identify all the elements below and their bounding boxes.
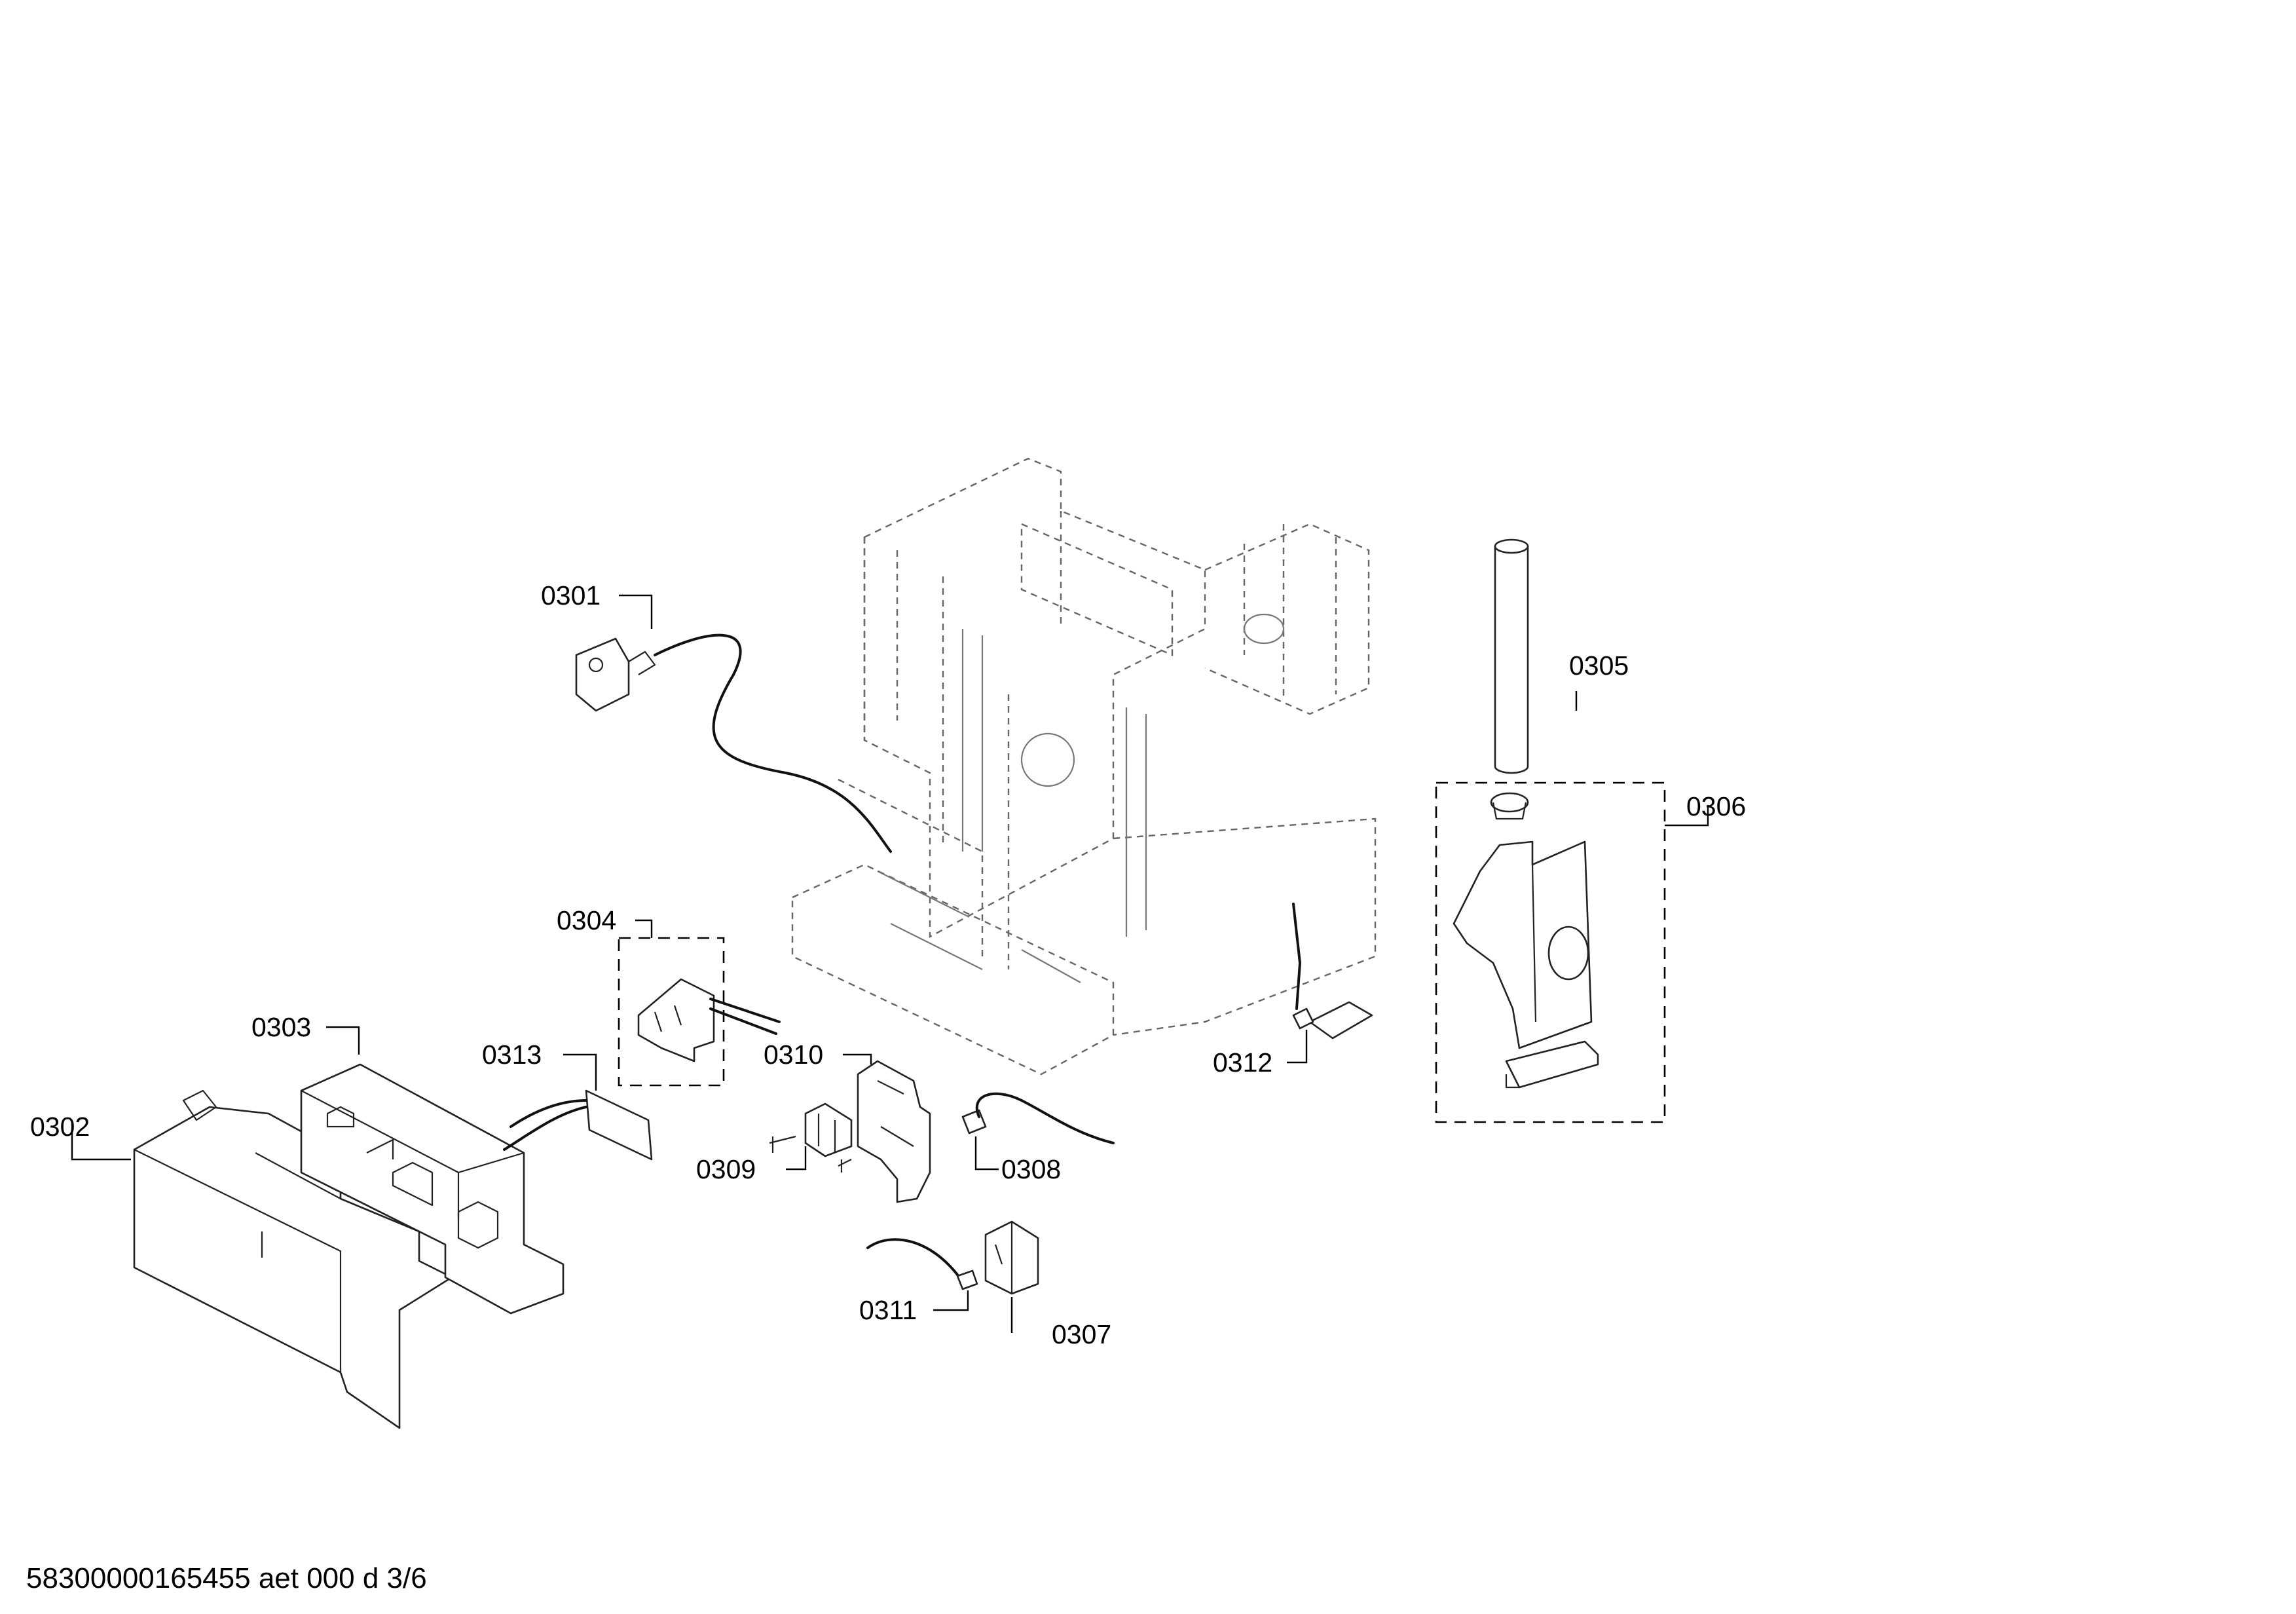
part-0308-sensor bbox=[961, 1092, 1115, 1144]
part-0306-valve-assembly bbox=[1453, 792, 1599, 1089]
part-0301-power-cord bbox=[575, 633, 892, 853]
part-0302-housing-cover bbox=[133, 1089, 453, 1429]
part-0307-switch bbox=[984, 1220, 1039, 1295]
document-reference: 58300000165455 aet 000 d 3/6 bbox=[26, 1562, 427, 1594]
part-0310-bracket bbox=[857, 1060, 931, 1203]
callout-lines bbox=[71, 594, 1709, 1333]
label-0304: 0304 bbox=[557, 905, 616, 935]
part-0303-control-module bbox=[300, 1063, 565, 1315]
part-0304-group-box bbox=[618, 937, 725, 1087]
part-0312-board bbox=[1292, 903, 1373, 1040]
part-0304-sensor bbox=[637, 978, 781, 1062]
label-0309: 0309 bbox=[696, 1154, 756, 1184]
part-0305-tube bbox=[1494, 538, 1529, 774]
part-0311-sensor bbox=[866, 1238, 978, 1290]
part-0309-terminal-block bbox=[769, 1102, 853, 1173]
label-0305: 0305 bbox=[1569, 650, 1629, 681]
label-0306: 0306 bbox=[1686, 791, 1746, 821]
part-0313-board bbox=[503, 1089, 653, 1161]
part-0306-group-box bbox=[1435, 781, 1666, 1123]
label-0311: 0311 bbox=[859, 1295, 917, 1325]
label-0312: 0312 bbox=[1213, 1047, 1272, 1078]
label-0310: 0310 bbox=[764, 1040, 823, 1070]
label-0307: 0307 bbox=[1052, 1319, 1111, 1349]
label-0302: 0302 bbox=[30, 1112, 90, 1142]
label-0301: 0301 bbox=[541, 580, 601, 610]
label-0303: 0303 bbox=[251, 1012, 311, 1042]
chassis-frame bbox=[791, 457, 1377, 1076]
label-0308: 0308 bbox=[1001, 1154, 1061, 1184]
callout-labels: 0301 0302 0303 0304 0305 0306 0307 0308 … bbox=[30, 580, 1746, 1349]
label-0313: 0313 bbox=[482, 1040, 542, 1070]
